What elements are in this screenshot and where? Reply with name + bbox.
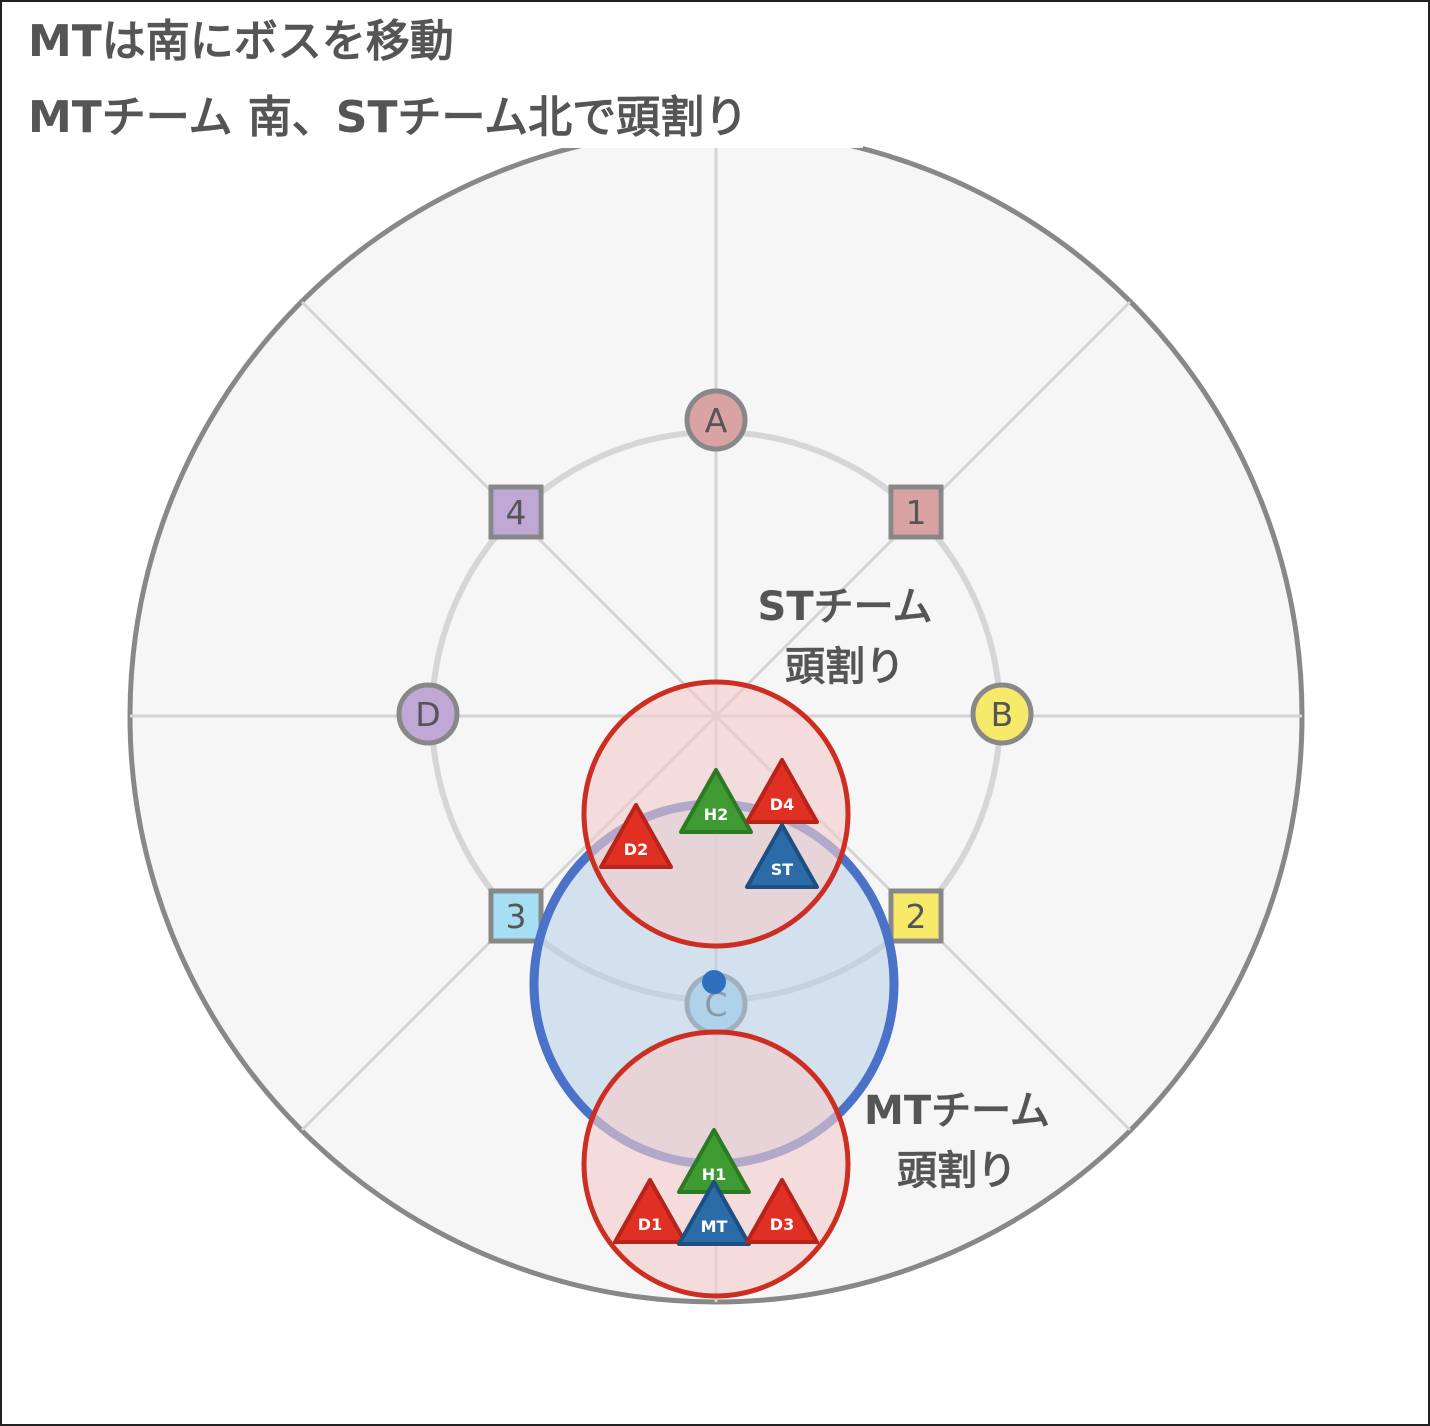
waymark-1-marker [888, 484, 944, 540]
player-d2-triangle [599, 803, 673, 869]
player-d3-triangle [745, 1178, 819, 1244]
title-backdrop [18, 8, 863, 148]
waymark-a-label: A [705, 401, 728, 440]
player-d2: D2 [599, 803, 673, 869]
waymark-3-marker [488, 888, 544, 944]
waymark-4: 4 [488, 484, 544, 540]
waymark-3: 3 [488, 888, 544, 944]
waymark-a-marker [684, 388, 748, 452]
waymark-4-label: 4 [506, 493, 527, 532]
waymark-2-marker [888, 888, 944, 944]
player-d4: D4 [745, 758, 819, 824]
player-st: ST [745, 823, 819, 889]
waymark-d-label: D [415, 695, 440, 734]
title-line-2: MTチーム 南、STチーム北で頭割り [28, 92, 749, 143]
player-d4-triangle [745, 758, 819, 824]
waymark-b: B [970, 682, 1034, 746]
waymark-2-label: 2 [906, 897, 927, 936]
waymark-d-marker [396, 682, 460, 746]
player-mt-label: MT [701, 1217, 728, 1236]
title-line-1: MTは南にボスを移動 [28, 16, 454, 67]
player-mt: MT [677, 1180, 751, 1246]
player-st-label: ST [771, 860, 794, 879]
player-d4-label: D4 [770, 795, 794, 814]
mt-stack-label-line2: 頭割り [897, 1148, 1017, 1194]
waymark-1-label: 1 [906, 493, 927, 532]
waymark-d: D [396, 682, 460, 746]
player-d1: D1 [613, 1178, 687, 1244]
waymark-4-marker [488, 484, 544, 540]
waymark-b-label: B [991, 695, 1014, 734]
boss-center-dot [702, 970, 726, 994]
player-d1-triangle [613, 1178, 687, 1244]
player-h2-triangle [679, 768, 753, 834]
waymark-3-label: 3 [506, 897, 527, 936]
waymark-2: 2 [888, 888, 944, 944]
player-st-triangle [745, 823, 819, 889]
mt-stack-label-line1: MTチーム [864, 1088, 1050, 1134]
player-d3: D3 [745, 1178, 819, 1244]
player-mt-triangle [677, 1180, 751, 1246]
player-h2: H2 [679, 768, 753, 834]
waymark-a: A [684, 388, 748, 452]
player-d3-label: D3 [770, 1215, 794, 1234]
waymark-b-marker [970, 682, 1034, 746]
waymark-1: 1 [888, 484, 944, 540]
st-stack-label-line2: 頭割り [785, 644, 905, 690]
player-h2-label: H2 [704, 805, 729, 824]
st-stack-label-line1: STチーム [758, 584, 933, 630]
player-h1-label: H1 [702, 1165, 727, 1184]
player-d1-label: D1 [638, 1215, 662, 1234]
player-d2-label: D2 [624, 840, 648, 859]
